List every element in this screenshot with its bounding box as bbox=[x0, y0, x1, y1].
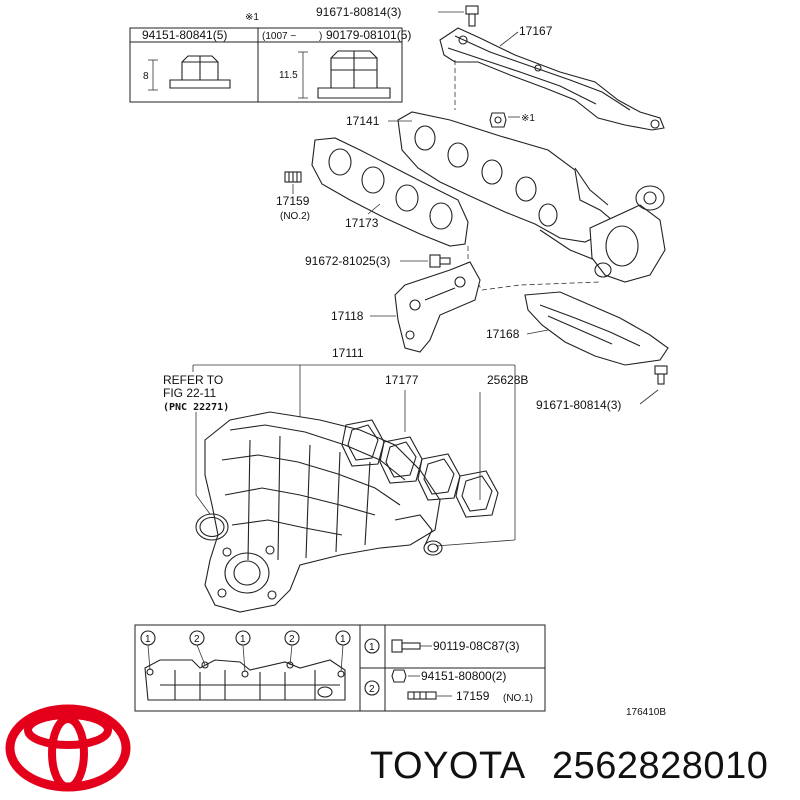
dim-left-value: 8 bbox=[143, 71, 149, 82]
callout-17173: 17173 bbox=[345, 216, 379, 230]
callout-17141: 17141 bbox=[346, 114, 380, 128]
refer-line-3: (PNC 22271) bbox=[163, 402, 229, 413]
intake-callout-brackets bbox=[192, 364, 516, 547]
refer-line-2: FIG 22-11 bbox=[163, 386, 216, 400]
spec-note-mark: ※1 bbox=[245, 12, 259, 23]
throttle-gasket-ring bbox=[195, 513, 229, 541]
exhaust-nut-icon bbox=[489, 112, 507, 128]
legend-bolt-icon bbox=[391, 639, 421, 653]
callout-stud-note: (NO.2) bbox=[280, 211, 310, 222]
toyota-logo-icon bbox=[5, 704, 131, 792]
callout-nut-mark: ※1 bbox=[521, 113, 535, 124]
tall-flange-nut-icon bbox=[317, 50, 391, 99]
dim-right-value: 11.5 bbox=[279, 70, 298, 81]
callout-bolt-top: 91671-80814(3) bbox=[316, 5, 401, 19]
callout-17159: 17159 bbox=[276, 194, 310, 208]
legend-stud-icon bbox=[407, 691, 437, 700]
schematic-circle-2a: 2 bbox=[194, 634, 200, 645]
flange-nut-icon bbox=[169, 55, 231, 89]
diagram-code: 176410B bbox=[626, 707, 666, 718]
bolt-pattern-schematic: 1 2 1 2 1 bbox=[140, 630, 351, 701]
intake-manifold bbox=[204, 411, 441, 613]
heat-insulator-lower bbox=[524, 291, 669, 366]
spec-col1-part: 94151-80841(5) bbox=[142, 28, 227, 42]
spec-table: 94151-80841(5) ※1 (1007 − ) 90179-08101(… bbox=[129, 12, 411, 103]
bracket-17118 bbox=[394, 261, 481, 353]
schematic-circle-2b: 2 bbox=[289, 634, 295, 645]
callout-bolt-lower: 91671-80814(3) bbox=[536, 398, 621, 412]
stud-no2-icon bbox=[284, 171, 302, 183]
legend-box: 1 2 1 2 1 bbox=[134, 624, 546, 712]
callout-17168: 17168 bbox=[486, 327, 520, 341]
spec-col2-part: 90179-08101(5) bbox=[326, 28, 411, 42]
callout-17118: 17118 bbox=[331, 309, 364, 323]
legend-row2-circle: 2 bbox=[369, 684, 375, 695]
bolt-lower-icon bbox=[654, 365, 668, 385]
legend-row2-part-b: 17159 bbox=[456, 689, 490, 703]
spec-col2-range: (1007 − bbox=[262, 31, 296, 42]
callout-17167: 17167 bbox=[519, 24, 553, 38]
spec-col2-close: ) bbox=[319, 31, 322, 42]
schematic-circle-1b: 1 bbox=[240, 634, 246, 645]
callout-17177: 17177 bbox=[385, 373, 419, 387]
pcv-gasket-ring bbox=[423, 540, 443, 556]
callout-25628b: 25628B bbox=[487, 373, 528, 387]
bolt-top-icon bbox=[465, 5, 479, 27]
exhaust-gasket bbox=[311, 137, 469, 247]
legend-row2-note: (NO.1) bbox=[503, 693, 533, 704]
callout-17111: 17111 bbox=[332, 346, 364, 360]
schematic-circle-1c: 1 bbox=[340, 634, 346, 645]
brand-name: TOYOTA bbox=[370, 745, 526, 787]
legend-nut-icon bbox=[391, 669, 407, 683]
exhaust-manifold bbox=[397, 111, 666, 283]
callout-bolt-mid: 91672-81025(3) bbox=[305, 254, 390, 268]
part-number: 2562828010 bbox=[552, 745, 768, 787]
intake-gasket bbox=[341, 419, 499, 518]
legend-row1-circle: 1 bbox=[369, 642, 375, 653]
refer-line-1: REFER TO bbox=[163, 373, 223, 387]
legend-row2-part-a: 94151-80800(2) bbox=[421, 669, 506, 683]
bolt-mid-icon bbox=[429, 254, 451, 268]
schematic-circle-1a: 1 bbox=[145, 634, 151, 645]
legend-row1-part: 90119-08C87(3) bbox=[433, 639, 520, 653]
heat-insulator-upper bbox=[439, 27, 665, 131]
